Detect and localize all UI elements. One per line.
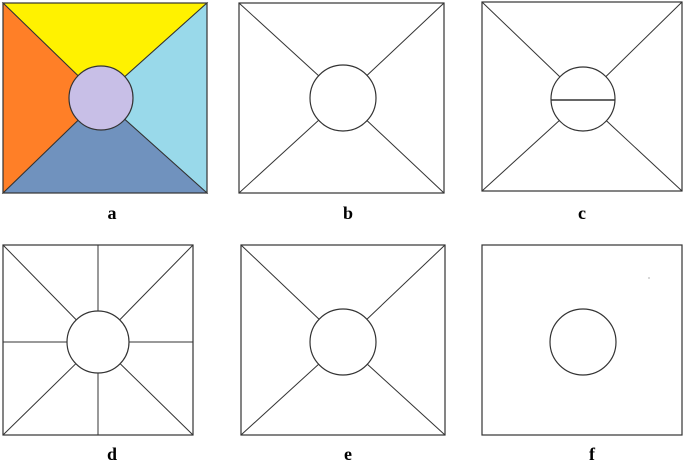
center-circle — [68, 65, 134, 131]
diagonal-line-4 — [240, 363, 319, 436]
panel-c: c — [481, 1, 683, 223]
diagonal-line-1 — [2, 244, 77, 321]
panel-b: b — [238, 2, 445, 223]
panel-label: e — [344, 444, 352, 464]
panel-label: b — [343, 203, 353, 223]
panel-e: e — [240, 244, 446, 464]
diagonal-line-1 — [240, 244, 320, 320]
panel-f: f — [481, 244, 683, 464]
diagonal-line-1 — [238, 2, 319, 77]
diagonal-line-4 — [2, 363, 77, 436]
center-circle — [550, 66, 616, 132]
center-circle — [309, 308, 377, 376]
diagonal-line-1 — [481, 1, 561, 78]
diagonal-line-2 — [366, 2, 445, 76]
panel-a: a — [1, 1, 209, 223]
diagonal-line-3 — [367, 363, 446, 436]
panel-d: d — [2, 244, 194, 464]
diagonal-line-2 — [605, 1, 683, 77]
diagonal-line-3 — [606, 120, 683, 192]
panel-label: c — [578, 203, 586, 223]
center-circle — [309, 64, 377, 132]
speck-dot — [648, 277, 650, 279]
panel-border — [2, 2, 208, 194]
diagonal-line-2 — [119, 244, 194, 321]
center-circle — [549, 308, 617, 376]
panel-label: a — [108, 203, 117, 223]
diagonal-line-4 — [238, 119, 319, 194]
diagonal-line-2 — [366, 244, 446, 320]
diagonal-line-4 — [481, 120, 560, 192]
diagonal-line-3 — [366, 120, 445, 194]
panel-label: f — [589, 444, 596, 464]
center-circle — [66, 310, 130, 374]
diagonal-line-3 — [119, 363, 194, 436]
panel-label: d — [107, 444, 117, 464]
